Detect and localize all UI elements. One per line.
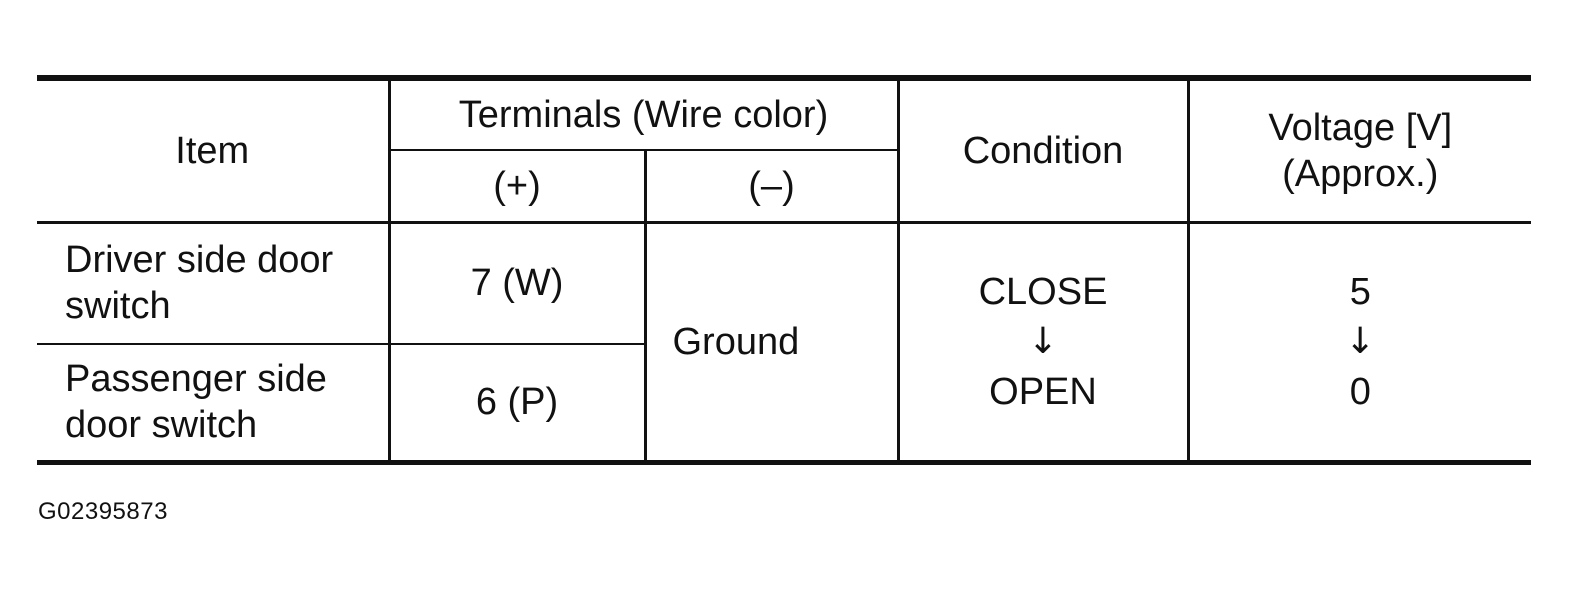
header-terminals: Terminals (Wire color)	[387, 78, 899, 151]
item-driver-door-switch: Driver side door switch	[37, 222, 389, 345]
condition-to: OPEN	[989, 370, 1097, 413]
terminal-plus-passenger: 6 (P)	[387, 344, 645, 462]
down-arrow-icon: ↓	[1345, 320, 1376, 362]
header-row-1: Item Terminals (Wire color) Condition Vo…	[37, 78, 1532, 224]
header-condition: Condition	[896, 78, 1189, 224]
item-line: Passenger side	[65, 358, 327, 401]
table-row: Passenger side door switch 6 (P)	[37, 344, 1531, 462]
spec-table-wrapper: Item Terminals (Wire color) Condition Vo…	[37, 75, 1532, 465]
item-line: Driver side door	[65, 239, 334, 282]
terminal-minus-ground: Ground	[643, 222, 899, 462]
header-plus: (+)	[387, 150, 645, 224]
header-voltage: Voltage [V] (Approx.)	[1186, 78, 1532, 224]
voltage-from: 5	[1349, 270, 1371, 313]
header-voltage-line2: (Approx.)	[1282, 152, 1439, 195]
figure-id: G02395873	[38, 498, 168, 525]
down-arrow-icon: ↓	[1027, 320, 1059, 362]
table-row: Driver side door switch 7 (W) Ground CLO…	[37, 222, 1532, 462]
header-row-2: (+) (–)	[37, 150, 1531, 224]
item-line: switch	[65, 285, 171, 328]
voltage-cell: 5 ↓ 0	[1186, 222, 1532, 462]
item-line: door switch	[65, 404, 258, 447]
header-item: Item	[37, 78, 389, 224]
condition-cell: CLOSE ↓ OPEN	[896, 222, 1189, 462]
header-voltage-line1: Voltage [V]	[1268, 106, 1453, 149]
terminal-plus-driver: 7 (W)	[387, 222, 645, 345]
header-minus: (–)	[643, 150, 899, 224]
item-passenger-door-switch: Passenger side door switch	[37, 344, 389, 462]
condition-from: CLOSE	[978, 270, 1108, 313]
door-switch-spec-table: Item Terminals (Wire color) Condition Vo…	[37, 75, 1532, 465]
voltage-to: 0	[1349, 370, 1371, 413]
